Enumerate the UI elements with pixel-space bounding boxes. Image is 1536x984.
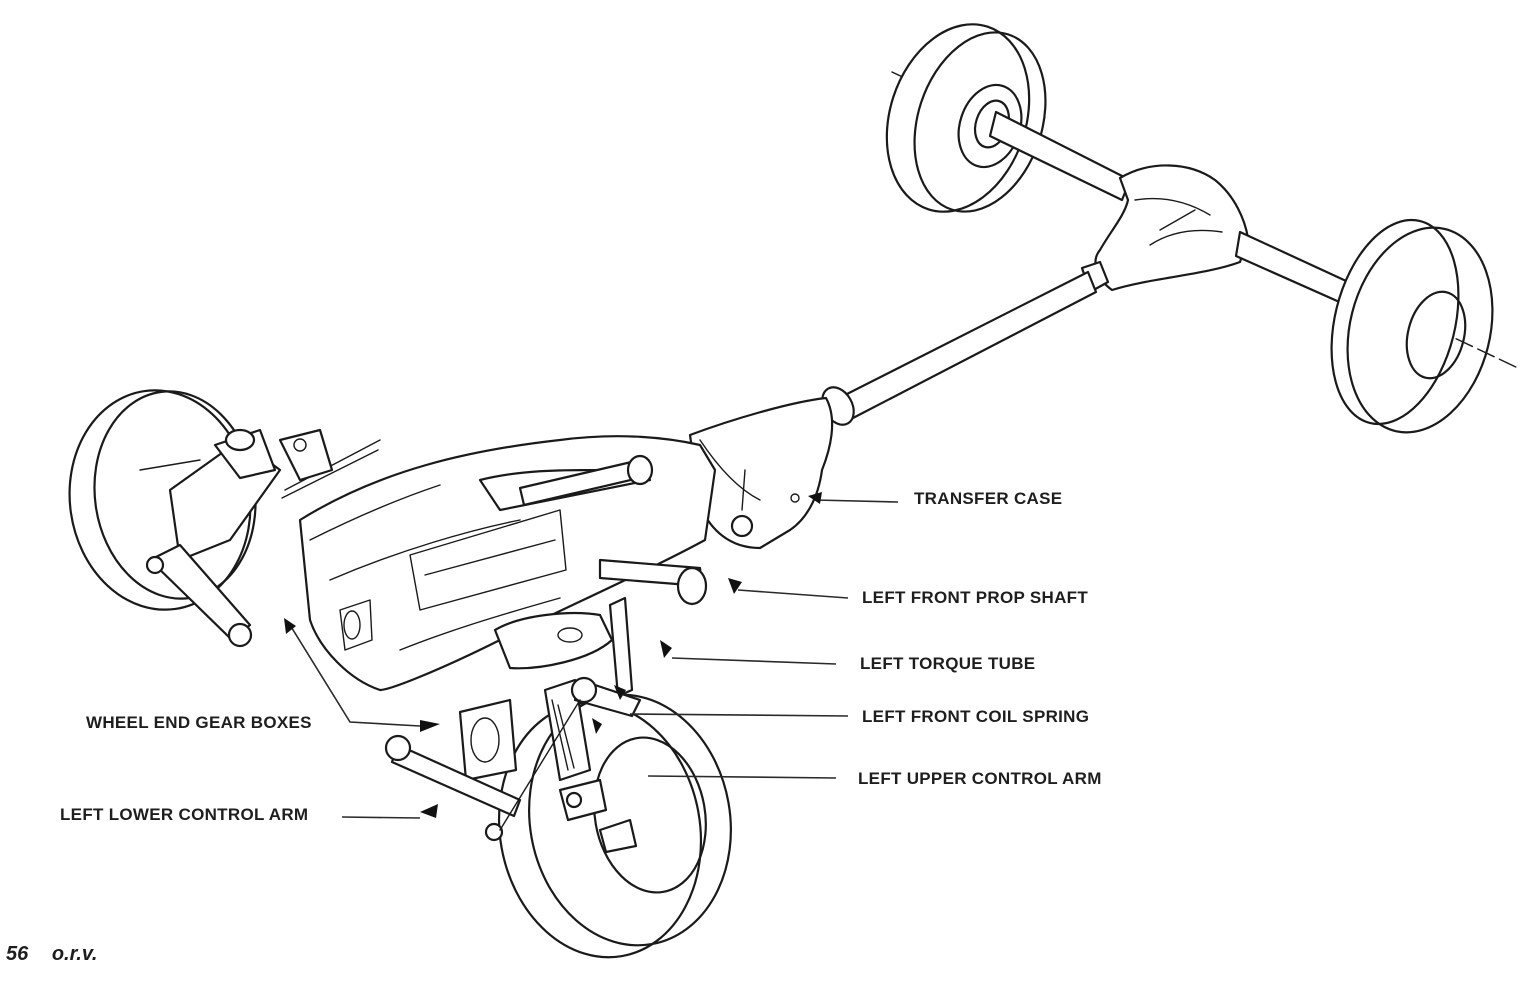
front-far-wheel [68, 389, 334, 648]
left-front-prop-shaft-label: LEFT FRONT PROP SHAFT [862, 588, 1089, 607]
left-upper-control-arm-label: LEFT UPPER CONTROL ARM [858, 769, 1102, 788]
page-number: 56 [6, 943, 29, 965]
left-lower-control-arm-label: LEFT LOWER CONTROL ARM [60, 805, 309, 824]
wheel-end-gear-boxes-label: WHEEL END GEAR BOXES [86, 713, 312, 732]
left-front-coil-spring-label: LEFT FRONT COIL SPRING [862, 707, 1090, 726]
left-torque-tube-label: LEFT TORQUE TUBE [860, 654, 1036, 673]
section-label: o.r.v. [51, 943, 98, 965]
transfer-case-body [688, 396, 834, 550]
rear-right-wheel [1330, 218, 1494, 434]
leader-lines [284, 492, 899, 819]
transfer-case-label: TRANSFER CASE [914, 489, 1063, 508]
rear-prop-shaft [821, 260, 1110, 426]
torque-tube [493, 596, 634, 698]
front-near-wheel [497, 693, 732, 959]
page-footer: 56 o.r.v. [6, 943, 115, 966]
front-prop-shaft [518, 454, 708, 606]
rear-axle-assembly [885, 23, 1519, 434]
rear-left-wheel [885, 23, 1047, 213]
